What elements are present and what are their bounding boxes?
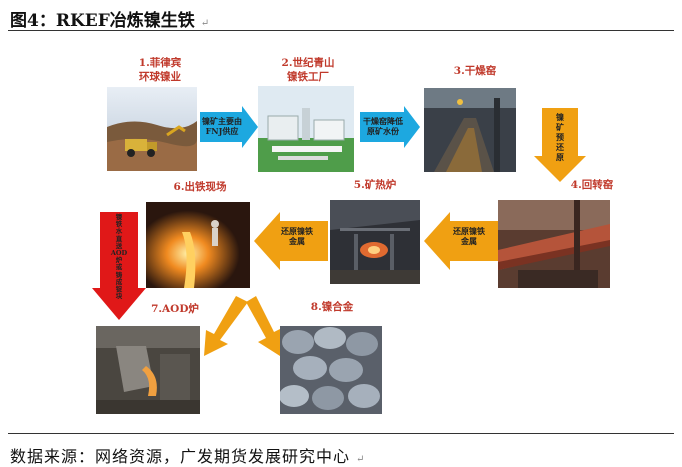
a67-c8: 或 [115,263,123,272]
step2-label-line2: 镍铁工厂 [287,71,329,83]
step8-label: 8.镍合金 [310,301,354,313]
a34-c3: 预 [556,132,564,142]
arrow-step4-to-step5-text: 还原镍铁 金属 [446,226,492,246]
step5-label: 5.矿热炉 [353,179,397,191]
step2-photo-factory [258,86,354,172]
step6-label: 6.出铁现场 [173,181,227,193]
step6-photo-tapping-site [146,202,250,288]
step8-photo-nickel-alloy [280,326,382,414]
arrow-step3-to-step4 [534,108,586,182]
step7-label: 7.AOD炉 [151,303,199,315]
source-note: 数据来源：网络资源，广发期货发展研究中心 ↵ [10,443,365,467]
a56-line1: 还原镍铁 [281,226,313,236]
step4-photo-rotary-kiln [498,200,610,288]
step3-photo-drying-kiln [424,88,516,172]
source-paragraph-mark: ↵ [356,454,366,465]
a67-c1: 镍 [115,213,123,221]
arrow-step5-to-step6 [254,212,328,270]
a34-c4: 还 [556,142,564,152]
a67-c6: AOD [110,249,128,258]
arrow-step6-to-step7-text: 镍 铁 水 直 送 AOD 炉 或 铸 成 锭 块 [104,213,134,301]
arrow-step4-to-step5 [424,212,498,270]
arrow-step1-to-step2-text: 镍矿主要由 FNJ供应 [200,116,244,136]
a23-line1: 干燥窑降低 [363,116,403,126]
step1-label-line1: 1.菲律宾 [138,57,182,69]
a67-c7: 炉 [115,256,123,265]
a67-c10: 成 [115,277,123,286]
arrow-step3-to-step4-text: 镍 矿 预 还 原 [554,112,566,162]
step4-label: 4.回转窑 [570,179,614,191]
arrow-step5-to-step6-text: 还原镍铁 金属 [274,226,320,246]
arrow-step2-to-step3-text: 干燥窑降低 原矿水份 [360,116,406,136]
paragraph-mark: ↵ [200,18,210,29]
top-rule [8,30,674,31]
a23-line2: 原矿水份 [367,126,399,136]
arrow-step6-to-step7 [92,212,146,320]
a67-c11: 锭 [115,285,123,294]
a34-c5: 原 [556,152,564,162]
arrow-step6-to-step7-step8 [196,296,292,360]
a34-c2: 矿 [556,122,564,132]
step1-photo-mining [107,87,197,171]
step1-label-line2: 环球镍业 [139,71,181,83]
step5-photo-ore-furnace [330,200,420,284]
a67-c5: 送 [115,241,123,250]
step2-label-line1: 2.世纪青山 [281,57,335,69]
a12-line1: 镍矿主要由 [202,116,242,126]
a45-line2: 金属 [461,236,477,246]
figure-title-text: 图4：RKEF冶炼镍生铁 [10,11,195,31]
step3-label: 3.干燥窑 [453,65,497,77]
a67-c2: 铁 [115,220,123,229]
step7-photo-aod-furnace [96,326,200,414]
arrow-step2-to-step3 [360,106,420,148]
a34-c1: 镍 [556,112,564,122]
a12-line2: FNJ供应 [205,126,239,136]
bottom-rule [8,433,674,434]
a56-line2: 金属 [289,236,305,246]
a67-c3: 水 [115,227,123,236]
a45-line1: 还原镍铁 [453,226,485,236]
a67-c12: 块 [115,292,123,301]
step2-label: 2.世纪青山 镍铁工厂 [258,56,358,84]
source-note-text: 数据来源：网络资源，广发期货发展研究中心 [10,447,351,466]
step1-label: 1.菲律宾 环球镍业 [110,56,210,84]
figure-title: 图4：RKEF冶炼镍生铁 ↵ [10,6,209,31]
a67-c9: 铸 [115,270,123,279]
arrow-step1-to-step2 [200,106,258,148]
a67-c4: 直 [115,234,123,243]
